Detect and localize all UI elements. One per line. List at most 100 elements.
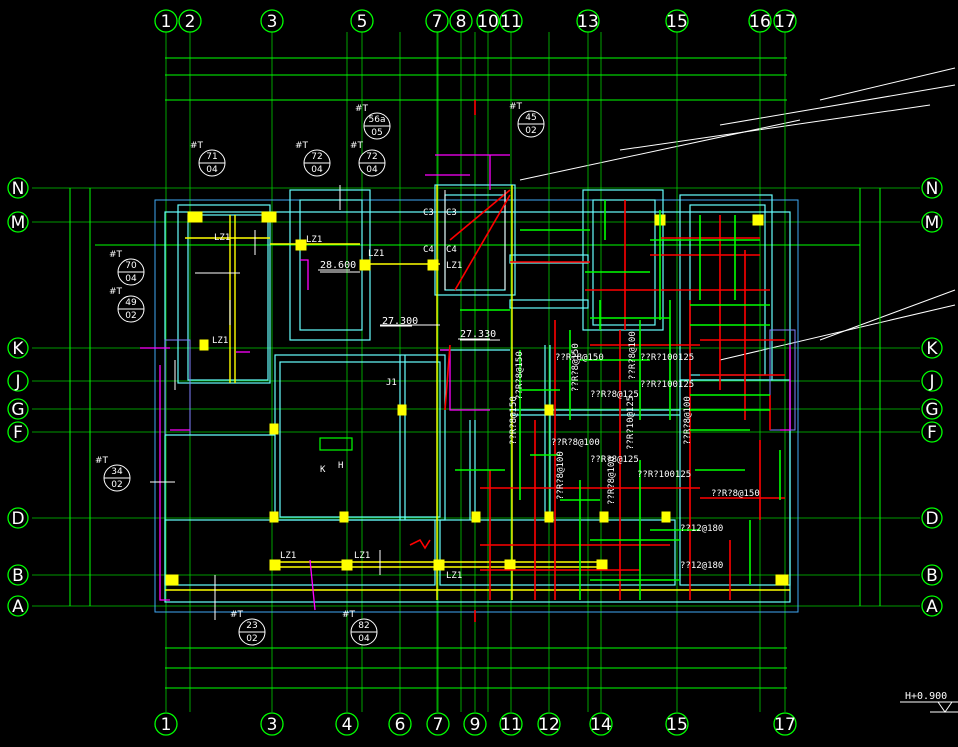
small-label: C4 [446,245,457,255]
axis-bubble: J [921,370,943,392]
axis-bubble: 2 [178,9,202,33]
section-tag: #T [342,610,356,620]
section-number: 23 [246,621,257,631]
axis-bubble: 3 [260,712,284,736]
elevation-label: 28.600 [320,260,356,271]
rebar-label: ??R?8@100 [607,456,617,505]
sheet-number: 02 [125,311,136,321]
axis-label: 3 [267,12,278,32]
axis-label: M [925,213,940,233]
axis-bubble: B [7,564,29,586]
axis-label: 17 [774,12,796,32]
sheet-number: 04 [311,165,323,175]
section-references: 7104#T7204#T56a05#T7204#T4502#T7004#T490… [95,102,545,646]
axis-label: 15 [666,12,688,32]
section-number: 45 [525,113,536,123]
sheet-number: 02 [525,126,536,136]
rebar-label: ??R?100125 [640,380,694,390]
axis-bubble: 13 [576,9,600,33]
axis-label: J [928,372,934,392]
axis-bubble: 12 [537,712,561,736]
axis-bubble: 14 [589,712,613,736]
rebar-green [455,200,781,600]
rebar-label: ??12@180 [680,561,723,571]
axis-bubble: A [7,595,29,617]
rebar-label: ??R?8@150 [555,353,604,363]
sheet-number: 04 [125,274,137,284]
axis-bubble: 7 [426,712,450,736]
level-mark: H+0.900 [900,691,958,713]
sheet-number: 05 [371,128,382,138]
axis-label: 8 [456,12,467,32]
rebar-label: ??R?8@100 [683,396,693,445]
section-tag: #T [350,141,364,151]
axis-label: 7 [433,715,444,735]
axis-bubble: 16 [748,9,772,33]
axis-bubble: G [7,398,29,420]
axis-label: N [926,179,939,199]
axis-label: 12 [538,715,560,735]
axis-bubble: M [921,211,943,233]
axis-bubble: F [7,421,29,443]
axis-label: 15 [666,715,688,735]
grid-lines-vertical [165,32,786,712]
axis-bubble: B [921,564,943,586]
axis-label: 1 [161,12,172,32]
hatch-lines [519,67,956,361]
rebar-label: ??R?8@100 [628,331,638,380]
rebar-label: ??R?100125 [640,353,694,363]
small-labels: C3 C3 C4 C4 H K J1 [320,208,457,475]
axis-label: N [12,179,25,199]
axis-bubble: 15 [665,712,689,736]
axis-bubble: 7 [425,9,449,33]
axis-label: B [926,566,938,586]
small-label: J1 [386,378,397,388]
axis-label: 3 [267,715,278,735]
section-tag: #T [355,104,369,114]
axis-bubble: 10 [476,9,500,33]
elevation-label: 27.300 [382,316,418,327]
axis-label: J [14,372,20,392]
axis-label: 10 [477,12,499,32]
rebar-label: ??12@180 [680,524,723,534]
small-label: C3 [423,208,434,218]
axis-label: D [11,509,24,529]
section-number: 49 [125,298,137,308]
column-tag: LZ1 [446,261,462,271]
column-tag: LZ1 [446,571,462,581]
axis-label: 17 [774,715,796,735]
axis-label: M [11,213,26,233]
rebar-label: ??R?8@150 [515,351,525,400]
leader-lines [150,100,511,622]
axis-label: K [926,339,938,359]
axis-label: G [11,400,24,420]
section-number: 70 [125,261,137,271]
section-tag: #T [190,141,204,151]
section-reference[interactable]: 45 02 #T [509,102,545,138]
axis-label: G [925,400,938,420]
axis-bubble: M [7,211,29,233]
column-tag: LZ1 [306,235,322,245]
dimension-lines [69,57,881,689]
axis-bubble: 3 [260,9,284,33]
axis-bubble: F [921,421,943,443]
building-walls [154,184,799,613]
column-tag: LZ1 [280,551,296,561]
sheet-number: 04 [358,634,370,644]
section-tag: #T [509,102,523,112]
axis-bubble: K [921,337,943,359]
axis-bubble: 8 [449,9,473,33]
axis-bubble: 17 [773,9,797,33]
axis-label: K [12,339,24,359]
section-tag: #T [95,456,109,466]
